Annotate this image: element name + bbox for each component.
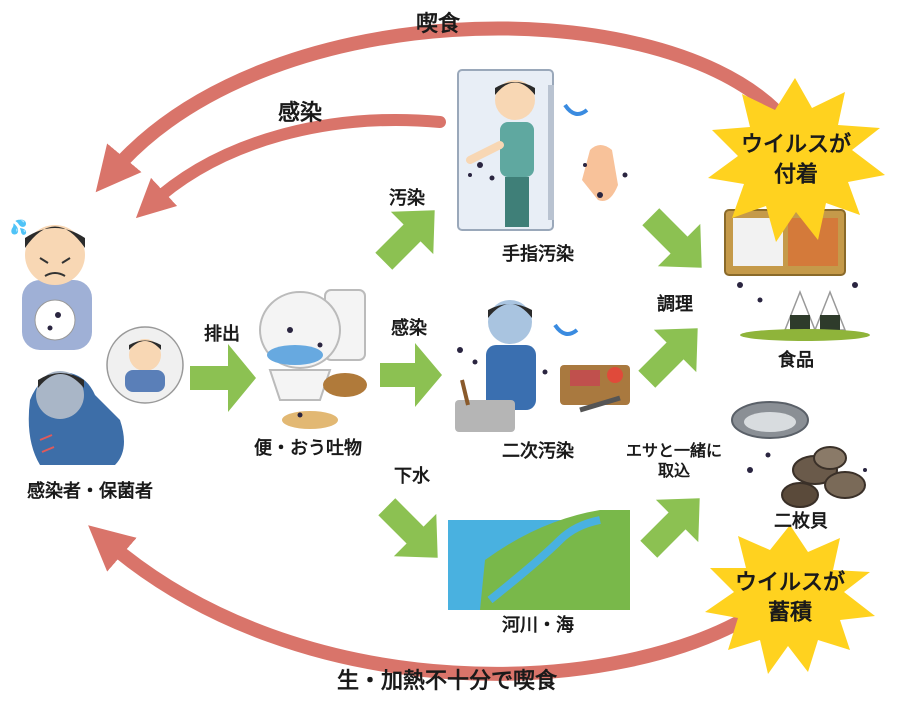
finger-contamination-caption: 手指汚染 (502, 244, 574, 265)
svg-text:💦: 💦 (10, 218, 27, 236)
haishutsu-label: 排出 (204, 324, 240, 345)
bento-illustration (724, 209, 870, 341)
chouri-label: 調理 (657, 294, 693, 315)
esa-green-arrow (640, 498, 700, 558)
osen-label: 汚染 (389, 188, 425, 209)
raw-eating-arrow (88, 525, 767, 681)
kansen-arrow-label: 感染 (277, 101, 323, 126)
sick-person-illustration (28, 326, 184, 465)
kisshoku-top-arrow (95, 21, 782, 193)
virus-attached-text: ウイルスが 付着 (741, 130, 851, 189)
virus-attached-line2: 付着 (773, 162, 819, 187)
virus-attached-line1: ウイルスが (740, 132, 852, 158)
virus-accumulated-text: ウイルスが 蓄積 (735, 568, 845, 627)
kansen-arrow (135, 114, 446, 219)
infected-person-caption: 感染者・保菌者 (27, 481, 153, 502)
toilet-illustration (259, 289, 367, 429)
kansen-green-arrow (380, 343, 442, 407)
virus-specks (47, 162, 867, 473)
secondary-contamination-caption: 二次汚染 (502, 441, 574, 462)
bivalves-illustration (731, 401, 866, 508)
cook-illustration (455, 300, 630, 432)
kansen-mid-label: 感染 (391, 318, 427, 339)
esa-label: エサと一緒に 取込 (626, 441, 722, 481)
esa-label-line1: エサと一緒に (625, 441, 723, 460)
door-person-illustration (457, 69, 618, 231)
virus-accumulated-burst (705, 525, 875, 674)
finger-to-food-arrow (642, 208, 702, 268)
virus-accumulated-line1: ウイルスが (734, 570, 846, 596)
feces-vomit-caption: 便・おう吐物 (254, 438, 362, 459)
raw-eating-label: 生・加熱不十分で喫食 (336, 669, 558, 694)
bivalves-caption: 二枚貝 (774, 511, 828, 532)
river-sea-caption: 河川・海 (502, 615, 574, 636)
virus-attached-burst (708, 78, 885, 242)
esa-label-line2: 取込 (657, 461, 691, 480)
virus-accumulated-line2: 蓄積 (767, 600, 813, 625)
chouri-green-arrow (638, 328, 698, 388)
haishutsu-green-arrow (190, 344, 256, 412)
gesui-green-arrow (378, 498, 438, 558)
river-sea-illustration (448, 510, 630, 610)
osen-green-arrow (375, 210, 435, 270)
kisshoku-top-label: 喫食 (415, 12, 461, 37)
gesui-label: 下水 (394, 466, 430, 487)
food-caption: 食品 (778, 350, 814, 371)
